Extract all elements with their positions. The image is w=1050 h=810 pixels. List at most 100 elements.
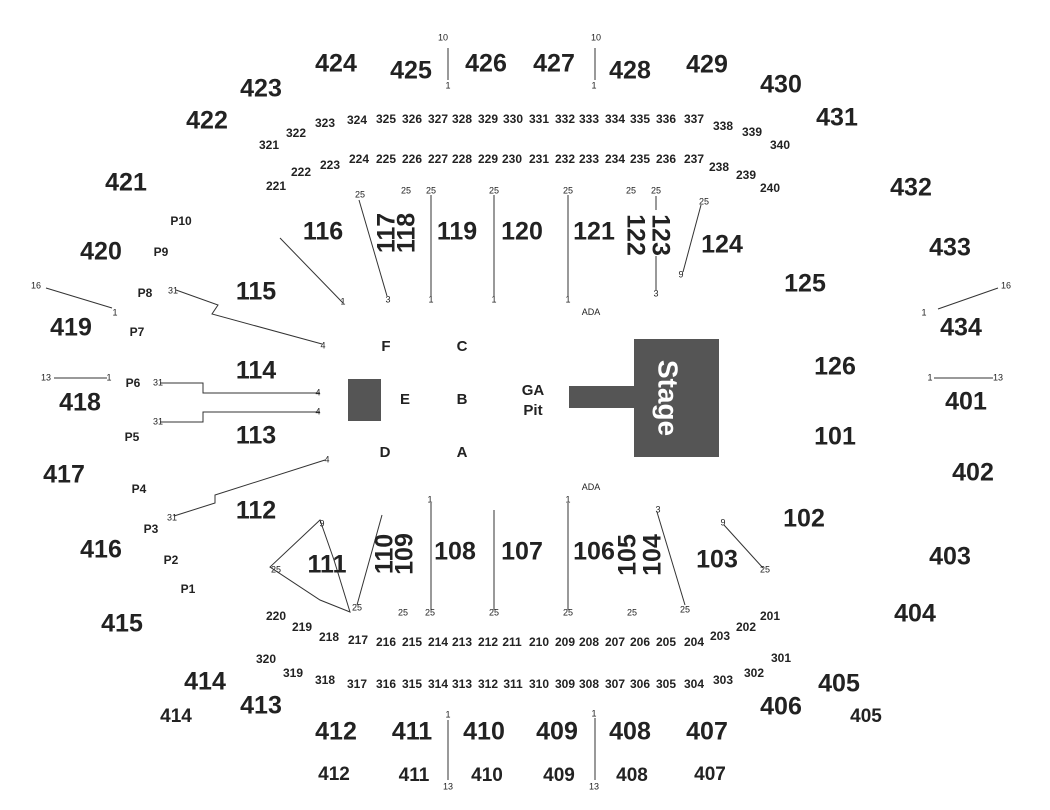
section-322[interactable]: 322: [286, 126, 306, 140]
section-229[interactable]: 229: [478, 152, 498, 166]
section-338[interactable]: 338: [713, 119, 733, 133]
section-208[interactable]: 208: [579, 635, 599, 649]
section-105[interactable]: 105: [614, 534, 642, 576]
section-237[interactable]: 237: [684, 152, 704, 166]
section-239[interactable]: 239: [736, 168, 756, 182]
section-121[interactable]: 121: [573, 218, 615, 246]
section-202[interactable]: 202: [736, 620, 756, 634]
section-410[interactable]: 410: [463, 718, 505, 746]
section-206[interactable]: 206: [630, 635, 650, 649]
section-304[interactable]: 304: [684, 677, 704, 691]
section-325[interactable]: 325: [376, 112, 396, 126]
section-315[interactable]: 315: [402, 677, 422, 691]
section-117[interactable]: 117: [373, 213, 401, 253]
section-404[interactable]: 404: [894, 600, 936, 628]
section-427[interactable]: 427: [533, 50, 575, 78]
section-416[interactable]: 416: [80, 536, 122, 564]
section-319[interactable]: 319: [283, 666, 303, 680]
section-126[interactable]: 126: [814, 353, 856, 381]
section-201[interactable]: 201: [760, 609, 780, 623]
section-223[interactable]: 223: [320, 158, 340, 172]
section-409[interactable]: 409: [536, 718, 578, 746]
floor-section-E[interactable]: E: [400, 391, 410, 408]
section-231[interactable]: 231: [529, 152, 549, 166]
section-428[interactable]: 428: [609, 57, 651, 85]
section-224[interactable]: 224: [349, 152, 369, 166]
section-outer-414[interactable]: 414: [160, 706, 192, 727]
section-235[interactable]: 235: [630, 152, 650, 166]
section-114[interactable]: 114: [236, 357, 276, 385]
section-234[interactable]: 234: [605, 152, 625, 166]
party-suite-P9[interactable]: P9: [154, 245, 169, 259]
section-330[interactable]: 330: [503, 112, 523, 126]
section-103[interactable]: 103: [696, 546, 738, 574]
section-323[interactable]: 323: [315, 116, 335, 130]
section-124[interactable]: 124: [701, 231, 743, 259]
section-333[interactable]: 333: [579, 112, 599, 126]
section-402[interactable]: 402: [952, 459, 994, 487]
section-232[interactable]: 232: [555, 152, 575, 166]
party-suite-P6[interactable]: P6: [126, 376, 141, 390]
section-419[interactable]: 419: [50, 314, 92, 342]
section-122[interactable]: 122: [621, 214, 649, 256]
party-suite-P4[interactable]: P4: [132, 482, 147, 496]
section-307[interactable]: 307: [605, 677, 625, 691]
section-outer-412[interactable]: 412: [318, 764, 350, 785]
section-226[interactable]: 226: [402, 152, 422, 166]
section-302[interactable]: 302: [744, 666, 764, 680]
floor-section-B[interactable]: B: [457, 391, 468, 408]
section-217[interactable]: 217: [348, 633, 368, 647]
section-303[interactable]: 303: [713, 673, 733, 687]
section-209[interactable]: 209: [555, 635, 575, 649]
floor-section-F[interactable]: F: [381, 338, 390, 355]
section-120[interactable]: 120: [501, 218, 543, 246]
section-113[interactable]: 113: [236, 422, 276, 450]
section-324[interactable]: 324: [347, 113, 367, 127]
section-118[interactable]: 118: [393, 213, 421, 253]
party-suite-P3[interactable]: P3: [144, 522, 159, 536]
section-422[interactable]: 422: [186, 107, 228, 135]
section-340[interactable]: 340: [770, 138, 790, 152]
section-outer-407[interactable]: 407: [694, 764, 726, 785]
floor-section-D[interactable]: D: [380, 444, 391, 461]
section-112[interactable]: 112: [236, 497, 276, 525]
section-429[interactable]: 429: [686, 51, 728, 79]
section-405[interactable]: 405: [818, 670, 860, 698]
section-424[interactable]: 424: [315, 50, 357, 78]
section-312[interactable]: 312: [478, 677, 498, 691]
section-313[interactable]: 313: [452, 677, 472, 691]
floor-section-A[interactable]: A: [457, 444, 468, 461]
section-119[interactable]: 119: [437, 218, 477, 246]
section-309[interactable]: 309: [555, 677, 575, 691]
section-107[interactable]: 107: [501, 538, 543, 566]
section-407[interactable]: 407: [686, 718, 728, 746]
party-suite-P7[interactable]: P7: [130, 325, 145, 339]
section-415[interactable]: 415: [101, 610, 143, 638]
section-111[interactable]: 111: [308, 551, 347, 579]
section-108[interactable]: 108: [434, 538, 476, 566]
section-109[interactable]: 109: [391, 533, 419, 575]
section-321[interactable]: 321: [259, 138, 279, 152]
section-408[interactable]: 408: [609, 718, 651, 746]
section-104[interactable]: 104: [639, 534, 667, 576]
section-301[interactable]: 301: [771, 651, 791, 665]
section-219[interactable]: 219: [292, 620, 312, 634]
section-314[interactable]: 314: [428, 677, 448, 691]
section-401[interactable]: 401: [945, 388, 987, 416]
section-238[interactable]: 238: [709, 160, 729, 174]
party-suite-P2[interactable]: P2: [164, 553, 179, 567]
section-233[interactable]: 233: [579, 152, 599, 166]
section-205[interactable]: 205: [656, 635, 676, 649]
section-327[interactable]: 327: [428, 112, 448, 126]
floor-section-C[interactable]: C: [457, 338, 468, 355]
section-432[interactable]: 432: [890, 174, 932, 202]
section-116[interactable]: 116: [303, 218, 343, 246]
section-318[interactable]: 318: [315, 673, 335, 687]
section-230[interactable]: 230: [502, 152, 522, 166]
section-328[interactable]: 328: [452, 112, 472, 126]
section-220[interactable]: 220: [266, 609, 286, 623]
section-123[interactable]: 123: [646, 214, 674, 256]
section-305[interactable]: 305: [656, 677, 676, 691]
section-308[interactable]: 308: [579, 677, 599, 691]
section-212[interactable]: 212: [478, 635, 498, 649]
